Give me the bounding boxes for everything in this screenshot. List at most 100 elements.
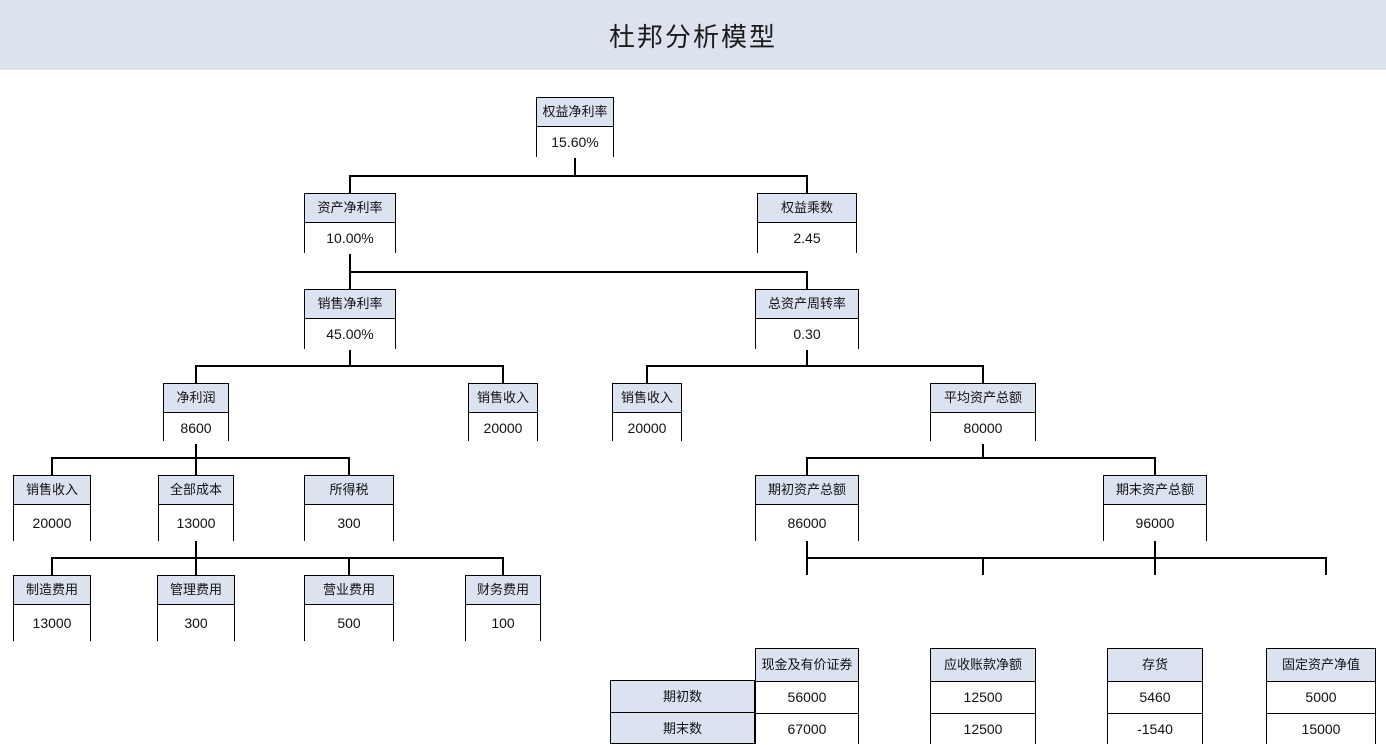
- connector-endassets-drop: [1154, 457, 1156, 475]
- node-mfg-expense-value: 13000: [14, 605, 90, 641]
- connector-avgassets-bus: [806, 457, 1155, 459]
- node-roa-value: 10.00%: [305, 223, 395, 254]
- node-net-margin[interactable]: 销售净利率 45.00%: [304, 289, 396, 350]
- connector-roa-drop: [349, 175, 351, 193]
- node-roa[interactable]: 资产净利率 10.00%: [304, 193, 396, 254]
- connector-revenuecost-drop: [51, 457, 53, 475]
- connector-mfg-drop: [51, 557, 53, 575]
- node-cash-securities-begin: 56000: [756, 682, 858, 713]
- node-revenue-cost[interactable]: 销售收入 20000: [13, 475, 91, 541]
- node-selling-expense-value: 500: [305, 605, 393, 641]
- connector-selling-drop: [348, 557, 350, 575]
- connector-turnover-drop: [806, 271, 808, 289]
- connector-netmargin-bus: [195, 365, 503, 367]
- connector-roe-bus: [349, 175, 807, 177]
- node-fixed-assets-net-end: 15000: [1267, 713, 1375, 745]
- node-cash-securities[interactable]: 现金及有价证券 56000 67000: [755, 648, 859, 745]
- node-cash-securities-label: 现金及有价证券: [756, 649, 858, 682]
- diagram-canvas: 权益净利率 15.60% 资产净利率 10.00% 权益乘数 2.45 销售净利…: [0, 70, 1386, 745]
- node-fixed-assets-net[interactable]: 固定资产净值 5000 15000: [1266, 648, 1376, 745]
- node-total-cost-value: 13000: [159, 505, 233, 541]
- node-net-receivables-label: 应收账款净额: [931, 649, 1035, 682]
- node-finance-expense[interactable]: 财务费用 100: [465, 575, 541, 641]
- connector-fixedasset-drop: [1325, 557, 1327, 575]
- connector-roe-stem: [574, 157, 576, 175]
- connector-equitymult-drop: [806, 175, 808, 193]
- node-net-receivables-begin: 12500: [931, 682, 1035, 713]
- node-selling-expense[interactable]: 营业费用 500: [304, 575, 394, 641]
- node-net-margin-label: 销售净利率: [305, 290, 395, 319]
- connector-netmargin-drop: [349, 271, 351, 289]
- node-admin-expense-value: 300: [158, 605, 234, 641]
- node-roa-label: 资产净利率: [305, 194, 395, 223]
- connector-endassets-stem: [1154, 541, 1156, 557]
- connector-roa-stem: [349, 253, 351, 271]
- node-begin-assets[interactable]: 期初资产总额 86000: [755, 475, 859, 541]
- node-revenue-left[interactable]: 销售收入 20000: [468, 383, 538, 444]
- node-net-receivables[interactable]: 应收账款净额 12500 12500: [930, 648, 1036, 745]
- node-revenue-cost-label: 销售收入: [14, 476, 90, 505]
- node-end-assets[interactable]: 期末资产总额 96000: [1103, 475, 1207, 541]
- node-revenue-right[interactable]: 销售收入 20000: [612, 383, 682, 444]
- connector-inventory-drop: [1154, 557, 1156, 575]
- page-title: 杜邦分析模型: [608, 22, 777, 52]
- connector-beginassets-drop: [806, 457, 808, 475]
- node-net-profit-value: 8600: [164, 413, 228, 444]
- node-net-margin-value: 45.00%: [305, 319, 395, 350]
- node-admin-expense[interactable]: 管理费用 300: [157, 575, 235, 641]
- connector-incometax-drop: [348, 457, 350, 475]
- connector-components-bus: [806, 557, 1326, 559]
- connector-admin-drop: [195, 557, 197, 575]
- connector-beginassets-stem: [806, 541, 808, 557]
- node-average-assets[interactable]: 平均资产总额 80000: [930, 383, 1036, 444]
- row-label-end: 期末数: [611, 712, 754, 744]
- node-average-assets-value: 80000: [931, 413, 1035, 444]
- connector-revenueleft-drop: [502, 365, 504, 383]
- node-cash-securities-end: 67000: [756, 713, 858, 745]
- node-revenue-right-value: 20000: [613, 413, 681, 444]
- node-asset-turnover[interactable]: 总资产周转率 0.30: [755, 289, 859, 350]
- node-mfg-expense[interactable]: 制造费用 13000: [13, 575, 91, 641]
- node-equity-multiplier-label: 权益乘数: [758, 194, 856, 223]
- node-end-assets-label: 期末资产总额: [1104, 476, 1206, 505]
- page-header: 杜邦分析模型: [0, 0, 1386, 70]
- node-revenue-right-label: 销售收入: [613, 384, 681, 413]
- node-asset-turnover-value: 0.30: [756, 319, 858, 350]
- node-net-receivables-end: 12500: [931, 713, 1035, 745]
- node-equity-multiplier[interactable]: 权益乘数 2.45: [757, 193, 857, 254]
- connector-roa-bus: [349, 271, 807, 273]
- node-net-profit[interactable]: 净利润 8600: [163, 383, 229, 444]
- node-income-tax-label: 所得税: [305, 476, 393, 505]
- node-asset-turnover-label: 总资产周转率: [756, 290, 858, 319]
- node-total-cost[interactable]: 全部成本 13000: [158, 475, 234, 541]
- connector-avgassets-drop: [982, 365, 984, 383]
- node-inventory-end: -1540: [1108, 713, 1202, 745]
- node-revenue-cost-value: 20000: [14, 505, 90, 541]
- connector-receivable-drop: [982, 557, 984, 575]
- node-begin-assets-value: 86000: [756, 505, 858, 541]
- node-equity-multiplier-value: 2.45: [758, 223, 856, 254]
- node-income-tax-value: 300: [305, 505, 393, 541]
- node-begin-assets-label: 期初资产总额: [756, 476, 858, 505]
- row-label-begin: 期初数: [662, 689, 702, 704]
- node-total-cost-label: 全部成本: [159, 476, 233, 505]
- connector-turnover-stem: [806, 349, 808, 365]
- node-mfg-expense-label: 制造费用: [14, 576, 90, 605]
- connector-turnover-bus: [646, 365, 983, 367]
- node-inventory[interactable]: 存货 5460 -1540: [1107, 648, 1203, 745]
- node-revenue-left-value: 20000: [469, 413, 537, 444]
- node-inventory-label: 存货: [1108, 649, 1202, 682]
- connector-avgassets-stem: [982, 441, 984, 457]
- node-finance-expense-value: 100: [466, 605, 540, 641]
- node-fixed-assets-net-begin: 5000: [1267, 682, 1375, 713]
- connector-netprofit-stem: [195, 441, 197, 457]
- node-admin-expense-label: 管理费用: [158, 576, 234, 605]
- node-end-assets-value: 96000: [1104, 505, 1206, 541]
- connector-revenueright-drop: [646, 365, 648, 383]
- node-finance-expense-label: 财务费用: [466, 576, 540, 605]
- connector-totalcost-drop: [195, 457, 197, 475]
- node-income-tax[interactable]: 所得税 300: [304, 475, 394, 541]
- node-net-profit-label: 净利润: [164, 384, 228, 413]
- node-roe[interactable]: 权益净利率 15.60%: [536, 97, 614, 158]
